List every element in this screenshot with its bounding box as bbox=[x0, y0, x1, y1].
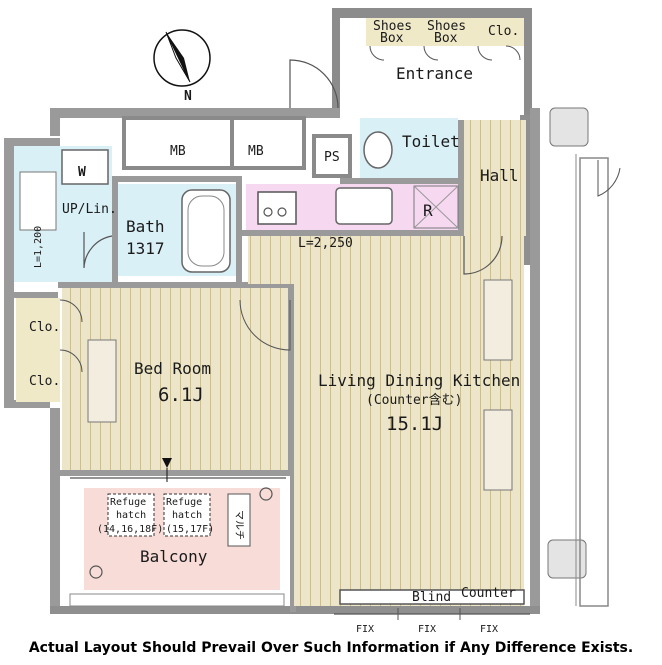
bath-size-label: 1317 bbox=[126, 239, 165, 258]
up-lin-label: UP/Lin. bbox=[62, 202, 117, 217]
counter-label: Counter bbox=[461, 586, 516, 601]
fix-window-3-label: FIX bbox=[480, 624, 498, 635]
ac-outdoor-unit-icon bbox=[549, 107, 589, 147]
washer-label: W bbox=[78, 165, 86, 180]
blind-label: Blind bbox=[412, 590, 451, 605]
entrance-door-swing bbox=[289, 59, 339, 109]
entrance-label: Entrance bbox=[396, 64, 473, 83]
ps-label: PS bbox=[324, 150, 340, 165]
refuge-1-line3: (14,16,18F) bbox=[97, 524, 163, 535]
bedroom-label: Bed Room bbox=[134, 359, 211, 378]
disclaimer-caption: Actual Layout Should Prevail Over Such I… bbox=[28, 640, 634, 656]
bedroom-size-label: 6.1J bbox=[158, 384, 204, 406]
toilet-bowl-icon bbox=[363, 131, 393, 169]
shoes-box-1-label-line2: Box bbox=[380, 31, 404, 46]
multi-drain-label: マルチ bbox=[233, 510, 245, 540]
stove-icon bbox=[257, 191, 297, 225]
shoes-box-1-label-line1: Shoes bbox=[373, 19, 412, 34]
refrigerator-label: R bbox=[423, 201, 433, 220]
refuge-1-line1: Refuge bbox=[110, 497, 146, 508]
floors bbox=[14, 18, 526, 606]
washer-icon bbox=[61, 149, 109, 185]
ldk-note-label: (Counter含む) bbox=[366, 392, 462, 408]
fixtures bbox=[19, 45, 621, 620]
ldk-size-label: 15.1J bbox=[386, 413, 443, 435]
entrance-closet-label: Clo. bbox=[488, 24, 519, 39]
washbasin-icon bbox=[19, 171, 57, 231]
bedroom-closet-2-label: Clo. bbox=[29, 374, 60, 389]
compass-north-label: N bbox=[184, 89, 192, 104]
fix-window-2-label: FIX bbox=[418, 624, 436, 635]
refuge-1-line2: hatch bbox=[116, 510, 146, 521]
fix-window-1-label: FIX bbox=[356, 624, 374, 635]
shoes-box-2-label-line2: Box bbox=[434, 31, 458, 46]
room-labels: Shoes Box Shoes Box Clo. Entrance MB MB … bbox=[29, 19, 520, 635]
balcony-label: Balcony bbox=[140, 547, 208, 566]
shoes-box-2-label-line1: Shoes bbox=[427, 19, 466, 34]
mb-2-label: MB bbox=[248, 144, 264, 159]
mb-1-label: MB bbox=[170, 144, 186, 159]
floor-plan: N Shoes Box Shoes Box Clo. Entrance MB M… bbox=[4, 8, 621, 635]
refuge-2-line2: hatch bbox=[172, 510, 202, 521]
bath-label: Bath bbox=[126, 217, 165, 236]
compass: N bbox=[153, 29, 211, 104]
toilet-label: Toilet bbox=[402, 132, 460, 151]
length-1200-label: L=1,200 bbox=[33, 226, 44, 268]
bedroom-closet-1-label: Clo. bbox=[29, 320, 60, 335]
kitchen-length-label: L=2,250 bbox=[298, 236, 353, 251]
refuge-2-line3: (15,17F) bbox=[166, 524, 214, 535]
sink-icon bbox=[335, 187, 393, 225]
hall-label: Hall bbox=[480, 166, 519, 185]
refuge-2-line1: Refuge bbox=[166, 497, 202, 508]
walls bbox=[4, 8, 540, 614]
ldk-label: Living Dining Kitchen bbox=[318, 371, 520, 390]
